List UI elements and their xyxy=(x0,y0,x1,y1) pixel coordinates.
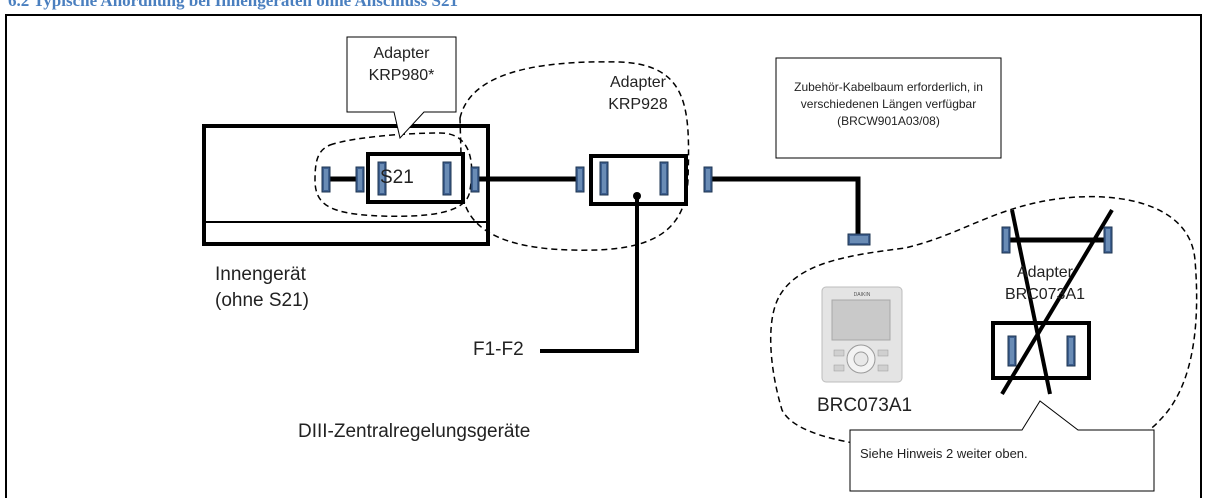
krp928-label: Adapter KRP928 xyxy=(588,72,688,116)
connector-s21-inner-right-highlight xyxy=(445,164,449,193)
harness-note-box xyxy=(775,57,1002,159)
remote-brand-label: DAIKIN xyxy=(854,292,871,298)
krp928-label-line1: Adapter xyxy=(609,74,667,91)
connector-brc-inner-left-highlight xyxy=(1010,338,1014,364)
indoor-unit-label: Innengerät (ohne S21) xyxy=(215,262,309,314)
connector-brc-top-left-highlight xyxy=(1004,229,1008,251)
remote-model-label: BRC073A1 xyxy=(817,395,913,416)
krp928-label-line2: KRP928 xyxy=(608,96,668,113)
remote-controller-image: DAIKIN xyxy=(821,286,903,383)
krp980-callout xyxy=(346,36,457,140)
connector-harness-end-highlight xyxy=(850,236,868,243)
brc-adapter-line2: BRC073A1 xyxy=(1004,286,1086,303)
krp980-dashed-boundary xyxy=(314,132,473,218)
indoor-unit-line2: (ohne S21) xyxy=(215,290,310,311)
connector-group xyxy=(321,161,1113,367)
cross-out-line-1 xyxy=(1010,209,1052,395)
krp980-callout-line1: Adapter xyxy=(373,45,430,62)
krp980-callout-line2: KRP980* xyxy=(368,67,435,84)
connector-brc-top-right-highlight xyxy=(1106,229,1110,251)
s21-label: S21 xyxy=(380,167,414,188)
harness-note-text: Zubehör-Kabelbaum erforderlich, in versc… xyxy=(778,79,999,130)
brc-adapter-label: Adapter BRC073A1 xyxy=(990,262,1100,306)
indoor-unit-line1: Innengerät xyxy=(215,264,306,285)
connector-krp928-inner-right-highlight xyxy=(662,164,666,193)
f1f2-wire xyxy=(540,196,639,353)
connector-krp928-inner-left-highlight xyxy=(602,164,606,193)
connector-s21-left-outer-highlight xyxy=(358,169,362,190)
central-control-label: DIII-Zentralregelungsgeräte xyxy=(298,421,531,442)
remote-dashed-boundary xyxy=(769,195,1198,458)
krp980-callout-text: Adapter KRP980* xyxy=(350,43,453,87)
section-title: 6.2 Typische Anordnung bei Innengeräten … xyxy=(8,0,458,10)
krp928-dashed-boundary xyxy=(459,61,690,251)
connector-s21-out-highlight xyxy=(473,169,477,190)
connector-brc-inner-right-highlight xyxy=(1069,338,1073,364)
harness-note-line3: (BRCW901A03/08) xyxy=(837,114,940,128)
connector-s21-inner-left-highlight xyxy=(380,164,384,193)
connector-krp928-out-highlight xyxy=(706,169,710,190)
connector-krp928-in-outer-highlight xyxy=(578,169,582,190)
brc-adapter-line1: Adapter xyxy=(1016,264,1074,281)
note-callout-text: Siehe Hinweis 2 weiter oben. xyxy=(860,446,1028,461)
note-callout xyxy=(849,400,1155,492)
connector-s21-left-stub-highlight xyxy=(324,169,328,190)
harness-note-line2: verschiedenen Längen verfügbar xyxy=(800,97,977,111)
harness-wire xyxy=(711,176,861,234)
harness-note-line1: Zubehör-Kabelbaum erforderlich, in xyxy=(794,80,983,94)
diagram-frame xyxy=(5,14,1202,498)
cross-out-line-2 xyxy=(1000,208,1114,396)
f1f2-label: F1-F2 xyxy=(473,339,524,360)
